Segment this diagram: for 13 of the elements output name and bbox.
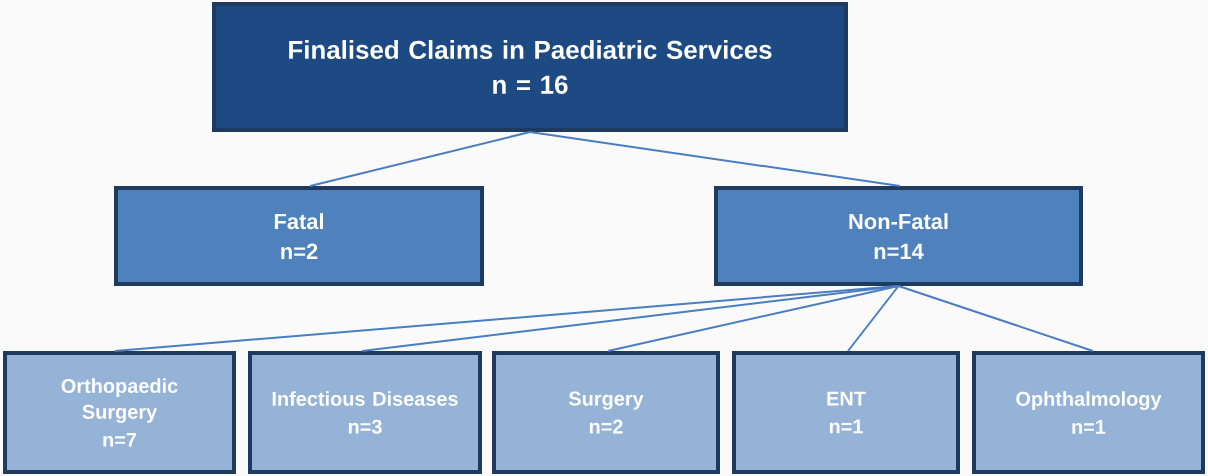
- specialty-box: Infectious Diseases n=3: [248, 351, 482, 474]
- category-box: Fatal n=2: [114, 186, 484, 286]
- specialty-box: Orthopaedic Surgery n=7: [3, 351, 236, 474]
- connector-line: [309, 131, 531, 187]
- connector-line: [607, 285, 900, 352]
- category-box: Non-Fatal n=14: [714, 186, 1083, 286]
- connector-line: [847, 285, 900, 352]
- specialty-box: Surgery n=2: [492, 351, 720, 474]
- specialty-box: ENT n=1: [732, 351, 960, 474]
- title-box: Finalised Claims in Paediatric Services n = 16: [212, 2, 848, 132]
- specialty-box: Ophthalmology n=1: [972, 351, 1205, 474]
- connector-line: [529, 131, 901, 187]
- connector-line: [897, 285, 1094, 352]
